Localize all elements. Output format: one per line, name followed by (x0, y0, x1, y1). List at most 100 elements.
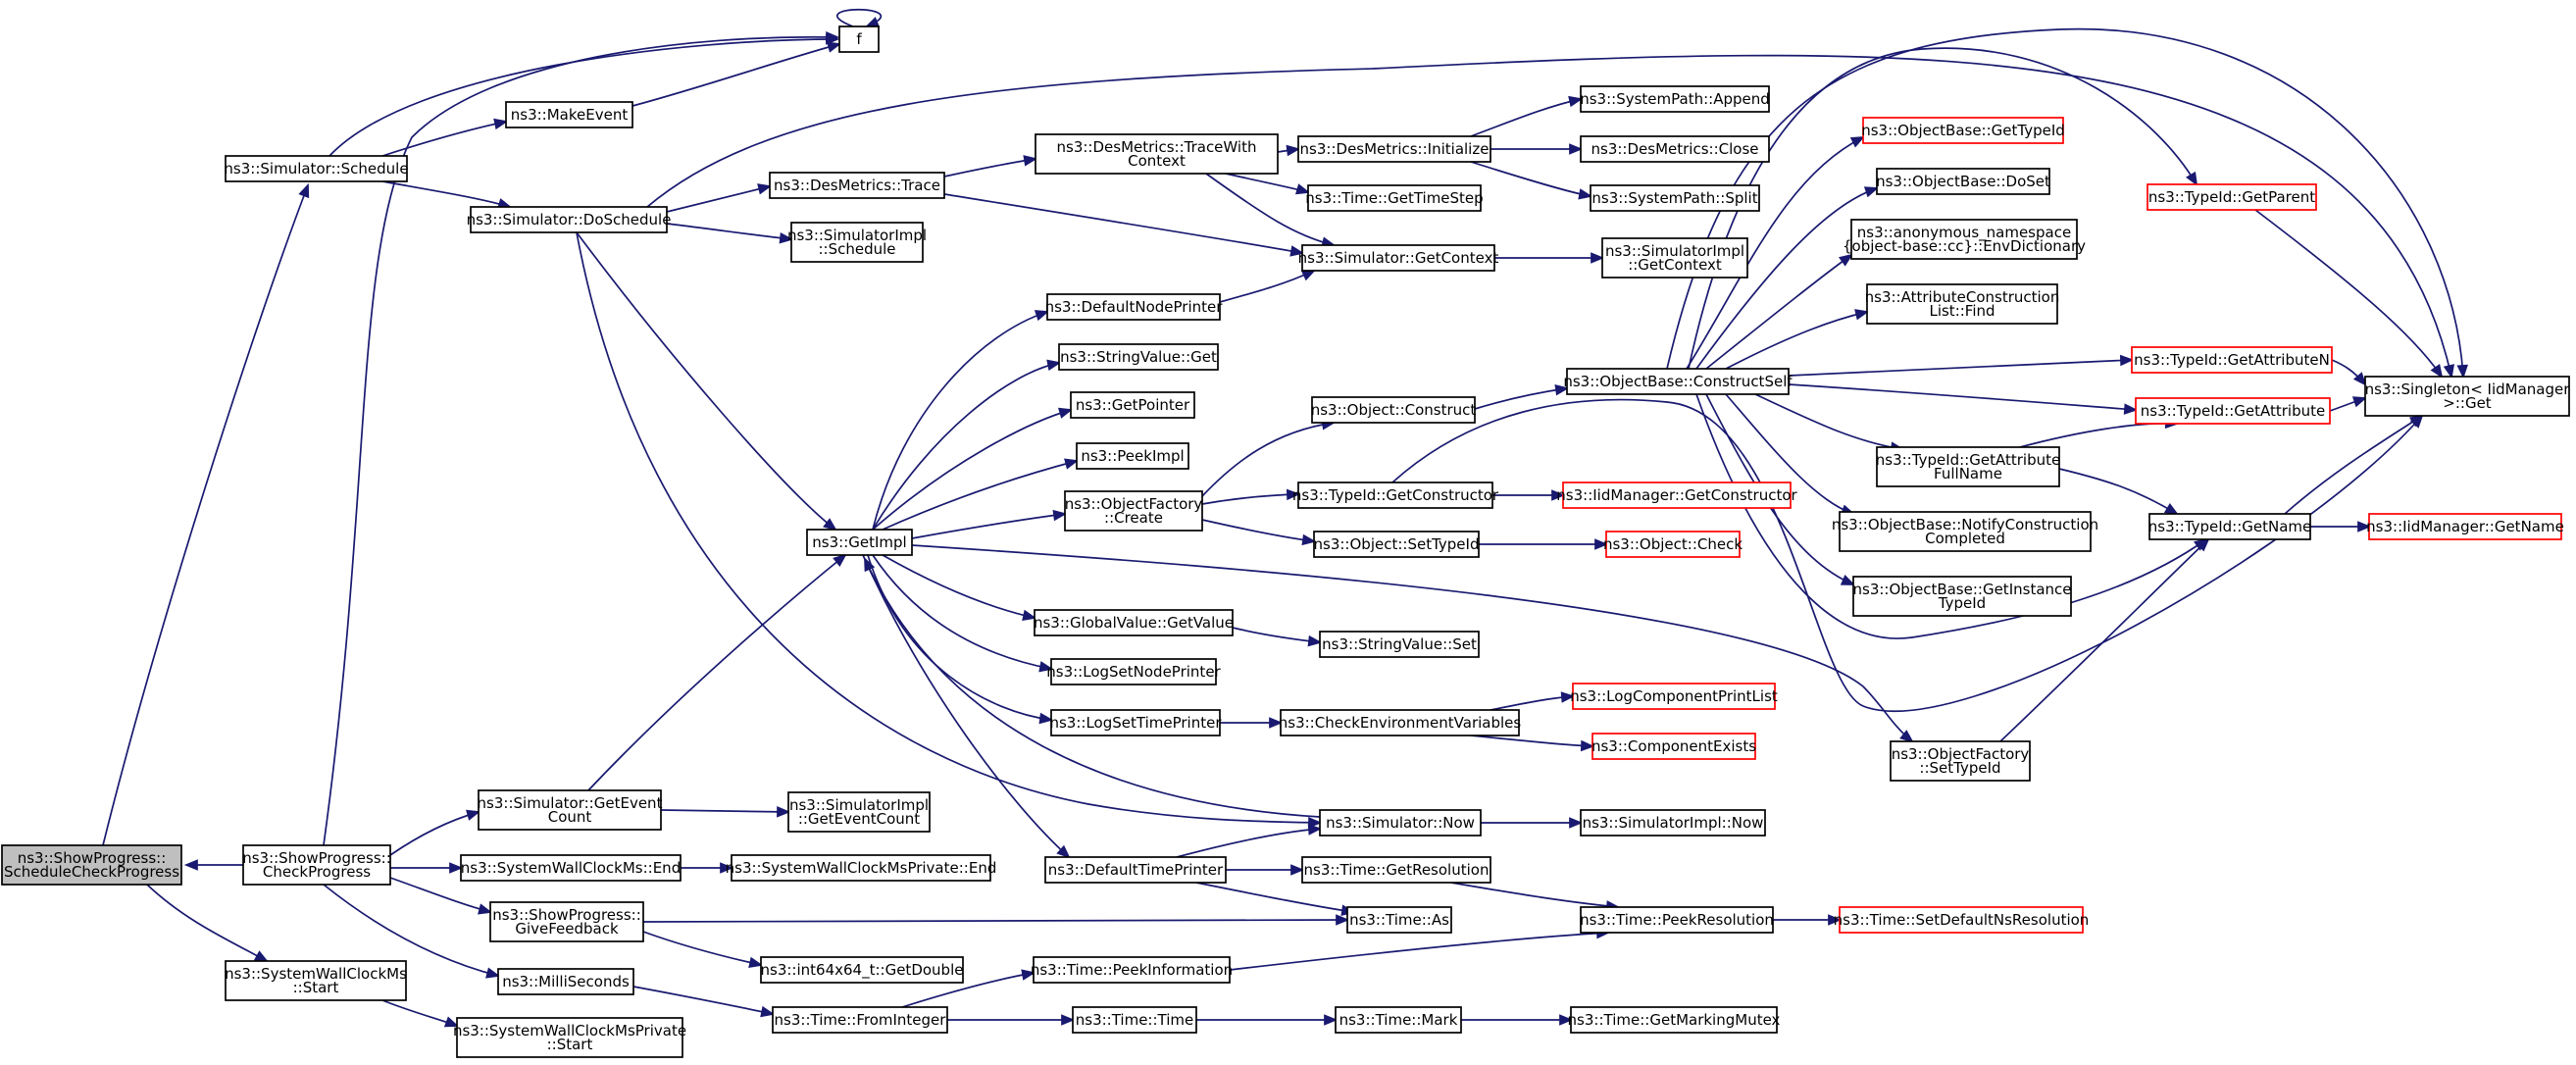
node-iidmgr-getname[interactable]: ns3::IidManager::GetName (2366, 513, 2564, 540)
node-simimpl-schedule[interactable]: ns3::SimulatorImpl::Schedule (787, 222, 927, 263)
node-sp-append[interactable]: ns3::SystemPath::Append (1580, 85, 1770, 113)
edge-arrowhead (253, 950, 269, 963)
node-time-setdefns[interactable]: ns3::Time::SetDefaultNsResolution (1834, 906, 2090, 934)
edge-objbase_constructself-to-anon_envdict (1705, 253, 1853, 370)
node-desm-init[interactable]: ns3::DesMetrics::Initialize (1297, 135, 1491, 163)
node-objbase-notify[interactable]: ns3::ObjectBase::NotifyConstructionCompl… (1832, 511, 2098, 552)
node-sim-geteventcount[interactable]: ns3::Simulator::GetEventCount (478, 789, 663, 831)
node-box (1307, 184, 1482, 212)
node-objbase-constructself[interactable]: ns3::ObjectBase::ConstructSelf (1563, 368, 1793, 395)
edge-time_peekinfo-to-time_peekres (1229, 927, 1611, 971)
node-time-frominteger[interactable]: ns3::Time::FromInteger (772, 1006, 948, 1034)
node-label: ns3::LogComponentPrintList (1570, 687, 1778, 705)
edge-arrowhead (2186, 171, 2198, 186)
node-root[interactable]: ns3::ShowProgress::ScheduleCheckProgress (1, 844, 182, 886)
node-sp-split[interactable]: ns3::SystemPath::Split (1590, 184, 1760, 212)
edge-line (1176, 828, 1321, 858)
node-peekimpl[interactable]: ns3::PeekImpl (1076, 442, 1189, 470)
node-desm-trace[interactable]: ns3::DesMetrics::Trace (769, 172, 945, 199)
node-typeid-getname[interactable]: ns3::TypeId::GetName (2148, 513, 2311, 540)
edge-line (1666, 27, 2464, 378)
node-singleton-get[interactable]: ns3::Singleton< IidManager>::Get (2364, 376, 2571, 417)
edge-line (2254, 209, 2443, 378)
node-objfactory-settypeid[interactable]: ns3::ObjectFactory::SetTypeId (1890, 740, 2031, 782)
node-deftimeprinter[interactable]: ns3::DefaultTimePrinter (1044, 856, 1227, 884)
node-sim-now[interactable]: ns3::Simulator::Now (1319, 809, 1482, 837)
node-sim-doschedule[interactable]: ns3::Simulator::DoSchedule (467, 206, 672, 233)
node-simimpl-geteventcount[interactable]: ns3::SimulatorImpl::GetEventCount (787, 791, 931, 833)
node-f[interactable]: f (838, 25, 880, 53)
node-logcompprintlist[interactable]: ns3::LogComponentPrintList (1570, 683, 1778, 710)
node-label: ::SetTypeId (1919, 759, 2000, 777)
node-logsetnodeprinter[interactable]: ns3::LogSetNodePrinter (1046, 658, 1222, 685)
edge-arrowhead (1021, 969, 1036, 981)
node-label: ns3::TypeId::GetParent (2148, 188, 2315, 206)
node-simimpl-now[interactable]: ns3::SimulatorImpl::Now (1580, 809, 1766, 837)
node-stringvalue-get[interactable]: ns3::StringValue::Get (1058, 343, 1219, 371)
node-objbase-doset[interactable]: ns3::ObjectBase::DoSet (1876, 168, 2050, 195)
node-box (1319, 631, 1480, 658)
edge-arrowhead (826, 31, 840, 43)
edge-sim_geteventcount-to-getimpl (587, 553, 847, 791)
node-desm-close[interactable]: ns3::DesMetrics::Close (1580, 135, 1770, 163)
edge-objbase_constructself-to-attrconstr_find (1725, 309, 1870, 370)
node-time-as[interactable]: ns3::Time::As (1346, 906, 1452, 934)
edge-checkprogress-to-f (323, 31, 840, 846)
node-box (790, 222, 924, 263)
node-time-gettimestep[interactable]: ns3::Time::GetTimeStep (1305, 184, 1484, 212)
edge-line (1450, 882, 1619, 908)
node-globalvalue-getvalue[interactable]: ns3::GlobalValue::GetValue (1034, 609, 1234, 636)
edge-arrowhead (1863, 186, 1880, 198)
node-time-time[interactable]: ns3::Time::Time (1072, 1006, 1197, 1034)
edge-sim_doschedule-to-getimpl (576, 231, 837, 532)
edge-arrowhead (2409, 414, 2424, 429)
node-iidmgr-getconstructor[interactable]: ns3::IidManager::GetConstructor (1556, 482, 1798, 509)
node-sim-schedule[interactable]: ns3::Simulator::Schedule (224, 155, 409, 182)
node-checkprogress[interactable]: ns3::ShowProgress::CheckProgress (242, 844, 391, 886)
node-time-getres[interactable]: ns3::Time::GetResolution (1301, 856, 1491, 884)
node-typeid-getconstructor[interactable]: ns3::TypeId::GetConstructor (1292, 482, 1499, 509)
node-simimpl-getcontext[interactable]: ns3::SimulatorImpl::GetContext (1601, 237, 1748, 279)
node-swcp-end[interactable]: ns3::SystemWallClockMsPrivate::End (726, 854, 997, 882)
edge-sim_doschedule-to-simimpl_schedule (666, 223, 794, 244)
node-checkenv[interactable]: ns3::CheckEnvironmentVariables (1279, 709, 1522, 736)
node-int64-getdouble[interactable]: ns3::int64x64_t::GetDouble (760, 956, 964, 984)
node-objfactory-create[interactable]: ns3::ObjectFactory::Create (1064, 490, 1203, 532)
edge-line (576, 231, 1321, 824)
node-time-mark[interactable]: ns3::Time::Mark (1335, 1006, 1462, 1034)
node-object-settypeid[interactable]: ns3::Object::SetTypeId (1313, 531, 1480, 558)
node-time-peekinfo[interactable]: ns3::Time::PeekInformation (1031, 956, 1233, 984)
node-object-check[interactable]: ns3::Object::Check (1603, 531, 1743, 558)
node-stringvalue-set[interactable]: ns3::StringValue::Set (1319, 631, 1480, 658)
node-box (772, 1006, 948, 1034)
node-swc-end[interactable]: ns3::SystemWallClockMs::End (460, 854, 682, 882)
node-defnodeprinter[interactable]: ns3::DefaultNodePrinter (1045, 293, 1224, 321)
node-milliseconds[interactable]: ns3::MilliSeconds (497, 968, 634, 995)
node-label: >::Get (2443, 394, 2492, 412)
node-time-getmarkingmutex[interactable]: ns3::Time::GetMarkingMutex (1568, 1006, 1781, 1034)
node-typeid-getattributen[interactable]: ns3::TypeId::GetAttributeN (2131, 346, 2333, 374)
node-swc-start[interactable]: ns3::SystemWallClockMs::Start (225, 960, 407, 1001)
edge-objbase_constructself-to-typeid_getattribute (1788, 383, 2139, 415)
node-getimpl[interactable]: ns3::GetImpl (806, 529, 913, 556)
node-object-construct[interactable]: ns3::Object::Construct (1311, 396, 1477, 424)
edge-arrowhead (478, 903, 493, 915)
node-anon-envdict[interactable]: ns3::anonymous_namespace{object-base::cc… (1843, 219, 2086, 260)
node-label: ::GetContext (1628, 256, 1722, 274)
node-makeevent[interactable]: ns3::MakeEvent (505, 101, 633, 128)
node-logsettimeprinter[interactable]: ns3::LogSetTimePrinter (1049, 709, 1222, 736)
node-givefeedback[interactable]: ns3::ShowProgress::GiveFeedback (489, 901, 644, 942)
node-sim-getcontext[interactable]: ns3::Simulator::GetContext (1298, 244, 1499, 272)
node-time-peekres[interactable]: ns3::Time::PeekResolution (1580, 906, 1774, 934)
node-typeid-getattribute[interactable]: ns3::TypeId::GetAttribute (2135, 397, 2331, 425)
node-objbase-gettypeid[interactable]: ns3::ObjectBase::GetTypeId (1861, 117, 2065, 144)
node-label: ns3::SystemWallClockMsPrivate (453, 1022, 686, 1040)
node-compexists[interactable]: ns3::ComponentExists (1591, 733, 1756, 760)
node-swcp-start[interactable]: ns3::SystemWallClockMsPrivate::Start (453, 1017, 686, 1058)
node-getpointer[interactable]: ns3::GetPointer (1070, 391, 1195, 419)
node-typeid-getparent[interactable]: ns3::TypeId::GetParent (2147, 183, 2317, 211)
